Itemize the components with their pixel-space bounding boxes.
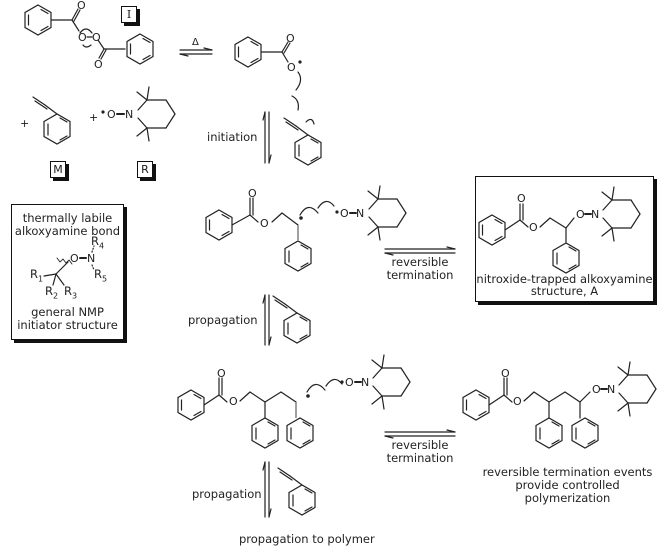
final-note-line1: reversible termination events xyxy=(482,465,653,479)
benzoyloxy-radical xyxy=(234,36,302,111)
svg-text:O: O xyxy=(217,367,226,380)
svg-text:O: O xyxy=(78,31,87,44)
general-structure-box xyxy=(11,204,124,340)
heat-symbol: Δ xyxy=(192,37,199,48)
dormant-polymer-structure xyxy=(462,377,599,449)
svg-text:O: O xyxy=(107,108,116,121)
r4-label: R4 xyxy=(91,234,105,251)
svg-text:O: O xyxy=(287,61,296,74)
product-box-alkoxyamine-a xyxy=(475,176,654,302)
reversible-termination-1-line1: reversible xyxy=(391,255,449,269)
propagating-radical-2 xyxy=(177,377,343,449)
svg-text:O: O xyxy=(517,192,526,205)
general-box-footer-2: initiator structure xyxy=(17,318,118,332)
svg-text:O: O xyxy=(513,395,522,408)
initiation-label: initiation xyxy=(207,130,258,144)
r5-label: R5 xyxy=(94,267,108,284)
product-caption-2: structure, A xyxy=(530,284,599,298)
svg-text:O: O xyxy=(286,32,295,45)
alkoxyamine-structure-a xyxy=(478,203,580,274)
plus-sign-1: + xyxy=(20,117,30,130)
svg-text:O: O xyxy=(529,221,538,234)
svg-text:O: O xyxy=(576,208,585,221)
reversible-termination-2-line2: termination xyxy=(386,451,454,465)
general-box-heading-1: thermally labile xyxy=(22,211,113,225)
propagating-radical-1 xyxy=(205,197,335,272)
svg-text:O: O xyxy=(77,0,86,12)
svg-text:O: O xyxy=(592,383,601,396)
final-note-line3: polymerization xyxy=(524,491,611,505)
final-note-line2: provide controlled xyxy=(515,478,620,492)
svg-text:N: N xyxy=(361,376,369,389)
benzoyl-peroxide xyxy=(24,4,154,65)
reversible-termination-1-line2: termination xyxy=(386,268,454,282)
monomer-tag: M xyxy=(50,161,66,178)
r1-label: R1 xyxy=(30,267,44,284)
svg-text:O: O xyxy=(260,217,269,230)
svg-text:N: N xyxy=(607,383,615,396)
svg-text:N: N xyxy=(125,108,133,121)
plus-sign-2: + xyxy=(89,111,99,124)
svg-text:O: O xyxy=(340,207,349,220)
svg-text:O: O xyxy=(248,187,257,200)
svg-text:O: O xyxy=(229,395,238,408)
svg-text:O: O xyxy=(94,58,103,71)
r3-label: R3 xyxy=(64,284,78,301)
svg-text:N: N xyxy=(591,208,599,221)
general-box-heading-2: alkoxyamine bond xyxy=(14,224,121,238)
nitroxide-tag: R xyxy=(137,161,153,178)
general-box-footer-1: general NMP xyxy=(31,305,104,319)
initiator-tag: I xyxy=(121,6,137,23)
product-caption-1: nitroxide-trapped alkoxyamine xyxy=(476,272,653,286)
propagation-label-2: propagation xyxy=(192,487,262,501)
svg-text:N: N xyxy=(356,207,364,220)
svg-text:O: O xyxy=(501,367,510,380)
propagation-to-polymer-label: propagation to polymer xyxy=(239,532,375,546)
svg-text:O: O xyxy=(70,252,79,265)
svg-text:O: O xyxy=(345,376,354,389)
propagation-label-1: propagation xyxy=(188,313,258,327)
svg-text:O: O xyxy=(92,31,101,44)
r2-label: R2 xyxy=(45,284,59,301)
reversible-termination-2-line1: reversible xyxy=(391,438,449,452)
svg-text:N: N xyxy=(87,252,95,265)
